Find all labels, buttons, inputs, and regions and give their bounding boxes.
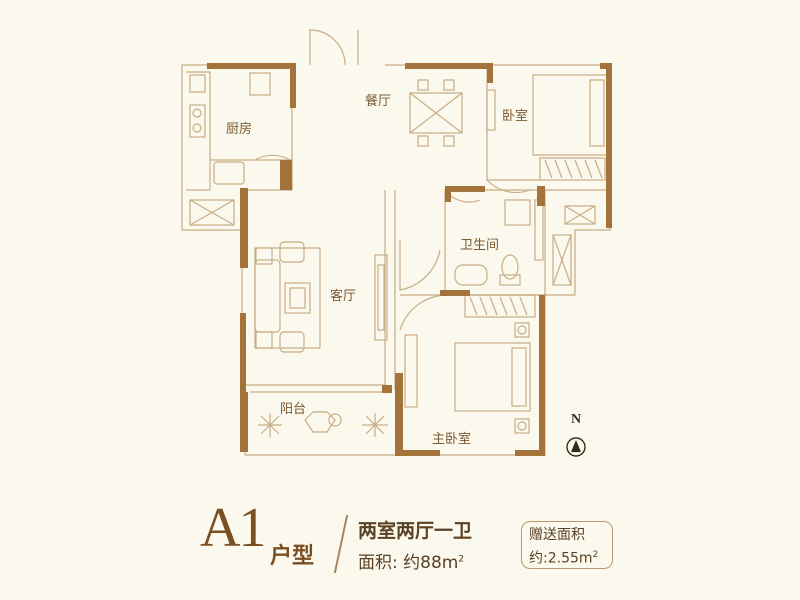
unit-suffix: 户型 (270, 544, 315, 569)
bonus-value-line: 约:2.55m2 (529, 545, 612, 569)
layout-title: 两室两厅一卫 (358, 520, 473, 542)
room-balcony-label: 阳台 (280, 402, 307, 417)
area-label: 面积: (358, 553, 398, 573)
bonus-title: 赠送面积 (529, 527, 585, 543)
room-living-label: 客厅 (330, 289, 357, 304)
unit-code: A1 (200, 497, 266, 559)
area-line: 面积: 约88m2 (358, 548, 464, 573)
area-value: 约88m (403, 553, 459, 573)
bonus-value: 约:2.55m (529, 550, 593, 567)
area-sup: 2 (458, 554, 465, 565)
room-master-label: 主卧室 (432, 432, 472, 447)
room-kitchen-label: 厨房 (226, 122, 253, 137)
room-dining-label: 餐厅 (365, 94, 392, 109)
room-bedroom-label: 卧室 (502, 109, 529, 124)
room-bathroom-label: 卫生间 (460, 238, 500, 253)
north-label: N (570, 412, 582, 427)
bonus-sup: 2 (592, 550, 599, 560)
north-compass: N (563, 412, 589, 428)
bonus-area-box: 赠送面积 约:2.55m2 (521, 521, 613, 569)
